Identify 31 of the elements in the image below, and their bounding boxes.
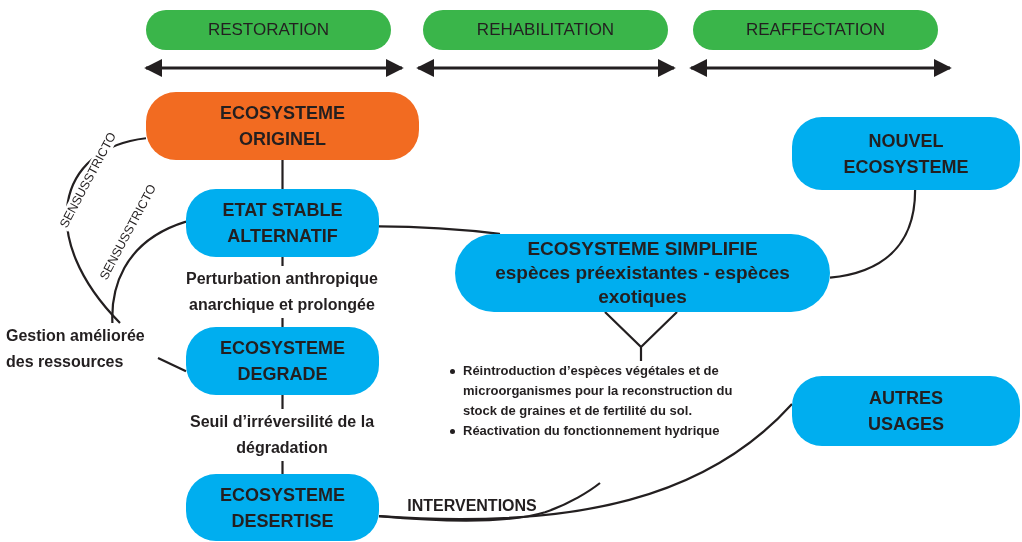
stage-pill [423, 10, 668, 50]
state-box [186, 474, 379, 541]
connector [603, 310, 679, 363]
stage-pill [693, 10, 938, 50]
box-text: REHABILITATION [476, 19, 615, 41]
state-box [792, 376, 1020, 446]
box-text: ECOSYSTEME ORIGINEL [219, 102, 346, 151]
state-box [186, 189, 379, 257]
connector [157, 357, 187, 373]
box-text: RESTORATION [207, 19, 330, 41]
connector [829, 189, 917, 279]
edge-label: INTERVENTIONS [406, 496, 538, 516]
box-text: ECOSYSTEME DEGRADE [219, 337, 346, 386]
state-box [792, 117, 1020, 190]
box-text: AUTRES USAGES [867, 387, 945, 436]
connector [378, 482, 601, 522]
state-box [186, 327, 379, 395]
connector [111, 220, 187, 323]
bullet-item: Réactivation du fonctionnement hydrique [463, 422, 720, 440]
box-text: NOUVEL ECOSYSTEME [842, 129, 970, 179]
box-text: REAFFECTATION [745, 19, 886, 41]
box-text: ECOSYSTEME DESERTISE [219, 483, 346, 533]
connector [281, 160, 284, 189]
note-text: Gestion améliorée des ressources [6, 323, 158, 375]
connector [379, 225, 501, 236]
state-box [146, 92, 419, 160]
box-text: ECOSYSTEME SIMPLIFIE [527, 237, 758, 261]
bullet-item: Réintroduction d’espèces végétales et de microorganismes pour la reconstruction du stock de graines et de fertilité du sol. [463, 362, 734, 420]
box-text: espèces préexistantes - espèces exotiques [495, 261, 790, 309]
box-text: ETAT STABLE ALTERNATIF [221, 199, 344, 248]
stage-pill [146, 10, 391, 50]
